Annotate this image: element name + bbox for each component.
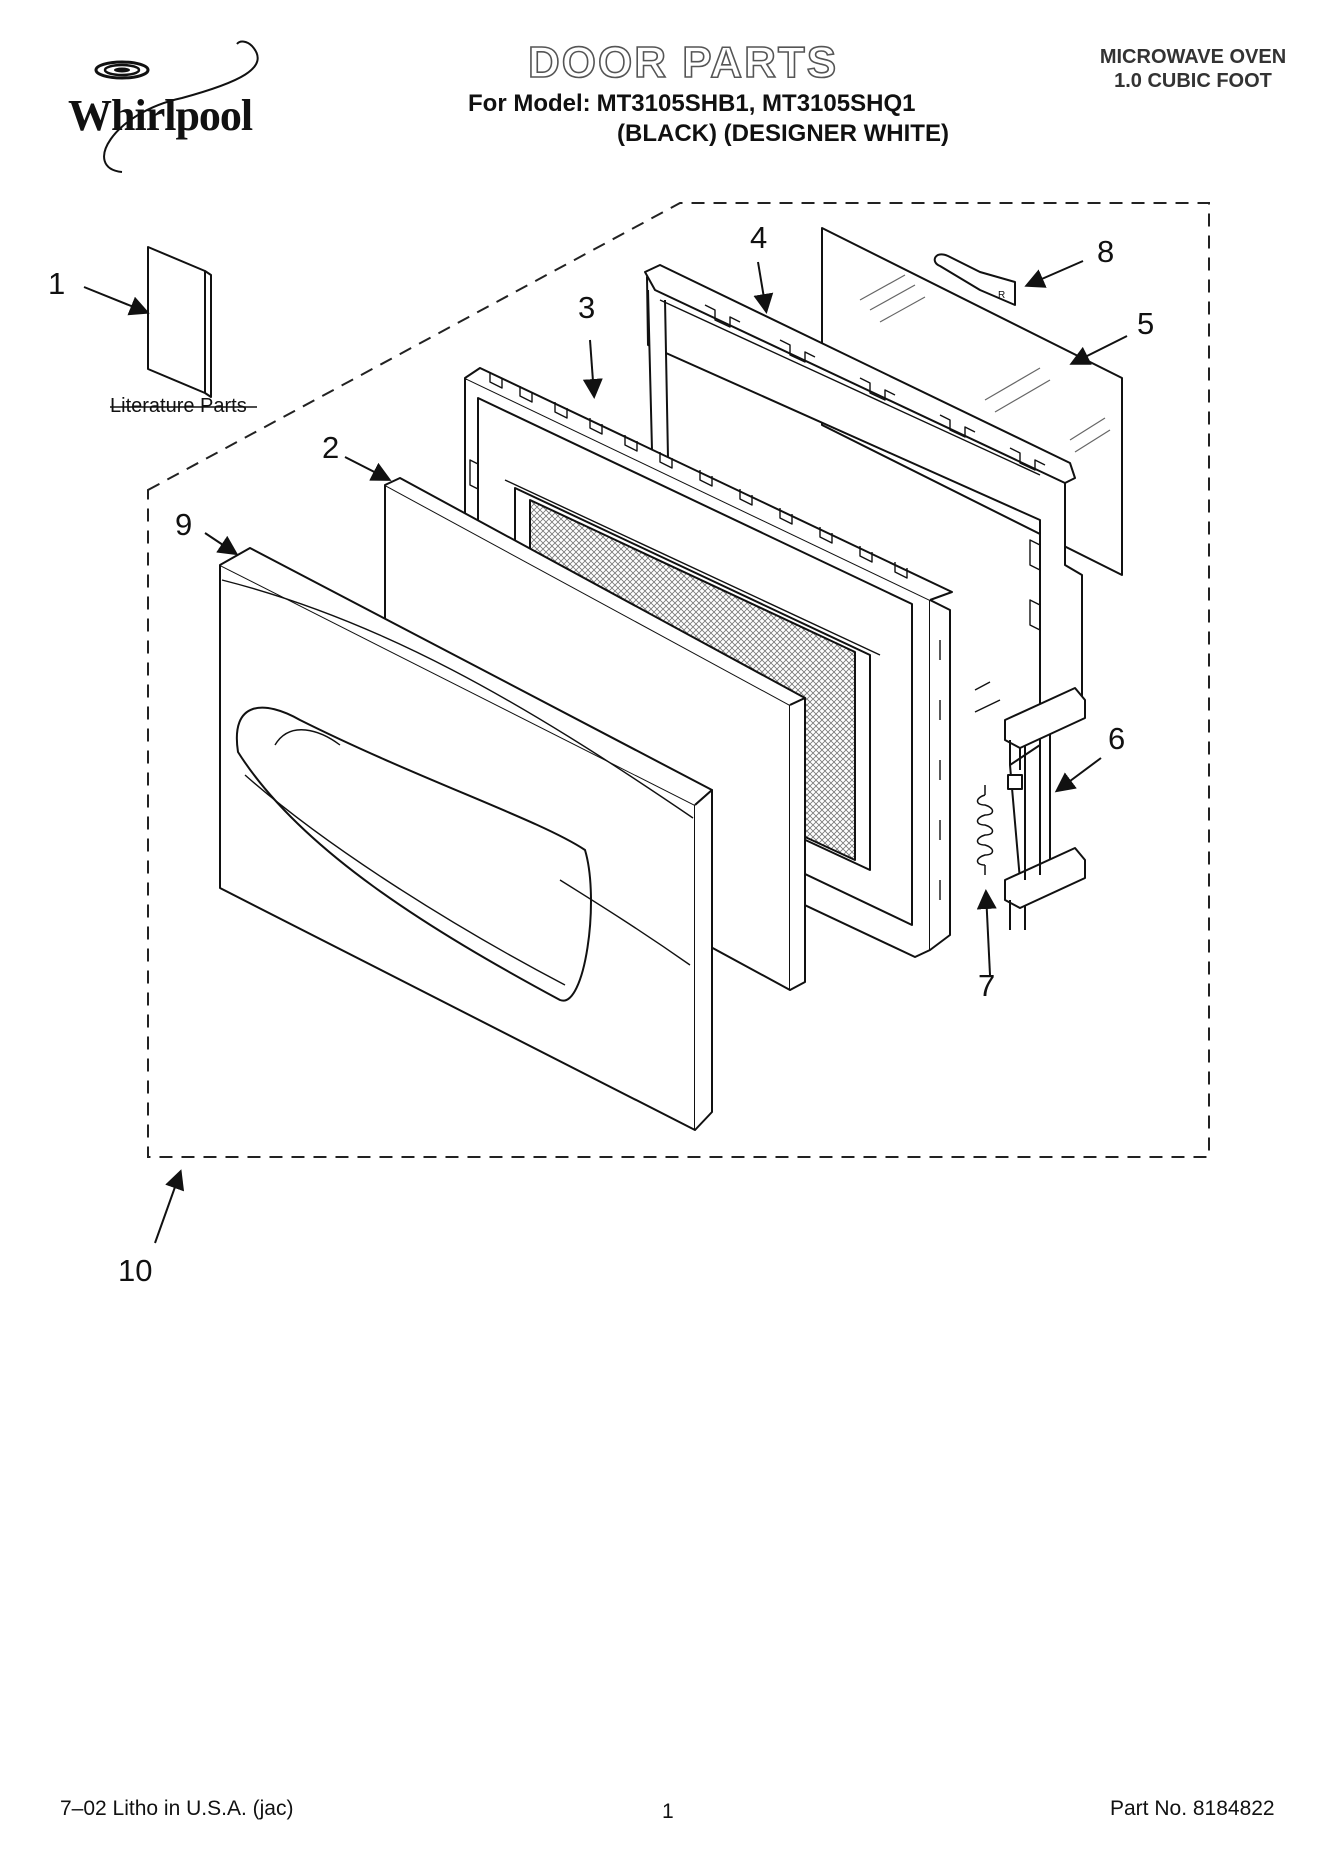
product-type: MICROWAVE OVEN	[1099, 46, 1287, 68]
whirlpool-logo: Whirlpool	[62, 38, 302, 188]
door-latch	[1004, 687, 1086, 930]
latch-spring	[976, 785, 994, 875]
footer-page-number: 1	[662, 1800, 674, 1823]
document-title: DOOR PARTS	[527, 37, 839, 88]
callout-6: 6	[1108, 721, 1126, 756]
callout-4: 4	[750, 220, 768, 255]
color-variants: (BLACK) (DESIGNER WHITE)	[617, 120, 949, 147]
assembly-boundary	[147, 202, 1210, 1158]
literature-parts-label: Literature Parts	[110, 395, 247, 417]
callout-8: 8	[1097, 234, 1115, 269]
callout-9: 9	[175, 507, 193, 542]
callout-1: 1	[48, 266, 66, 301]
rear-door-frame	[644, 264, 1083, 881]
literature-booklet	[147, 246, 212, 398]
callout-10: 10	[118, 1253, 153, 1288]
callout-7: 7	[978, 968, 996, 1003]
footer-litho: 7–02 Litho in U.S.A. (jac)	[60, 1797, 294, 1820]
svg-text:R: R	[998, 290, 1005, 301]
model-label: For Model:	[468, 90, 591, 117]
model-numbers: MT3105SHB1, MT3105SHQ1	[596, 90, 916, 117]
whirlpool-swirl-icon	[94, 40, 259, 173]
callout-2: 2	[322, 430, 340, 465]
door-clip: R	[933, 253, 1016, 306]
footer-part-number: Part No. 8184822	[1110, 1797, 1275, 1820]
callout-3: 3	[578, 290, 596, 325]
door-front-cover	[219, 547, 713, 1131]
callout-5: 5	[1137, 306, 1155, 341]
callout-leaders	[83, 260, 1128, 1244]
brand-wordmark: Whirlpool	[68, 91, 253, 140]
model-line: For Model:MT3105SHB1, MT3105SHQ1	[468, 90, 915, 118]
product-capacity: 1.0 CUBIC FOOT	[1114, 70, 1272, 92]
